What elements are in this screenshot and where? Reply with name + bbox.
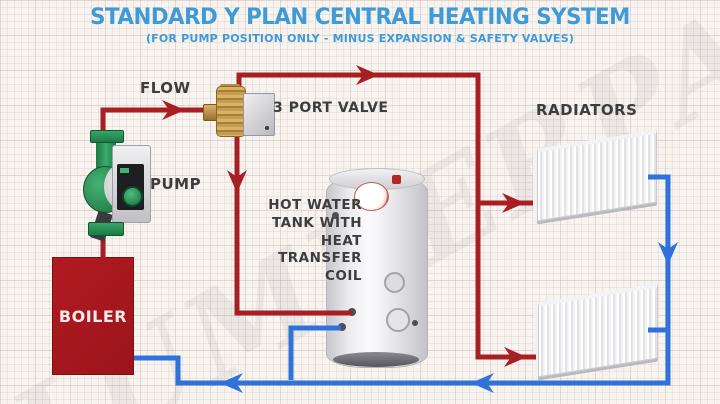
pump-display-led: [120, 168, 129, 173]
radiators-label: RADIATORS: [536, 101, 638, 119]
boiler: BOILER: [52, 257, 134, 375]
pipe-return-radiators-to-boiler: [134, 174, 671, 386]
pipe-return-tank: [288, 325, 341, 380]
tank-port: [332, 212, 339, 219]
boiler-label: BOILER: [58, 306, 128, 326]
three-port-valve-label: 3 PORT VALVE: [273, 100, 389, 116]
pump-neck: [96, 140, 116, 168]
pipe-valve-to-tank: [234, 133, 352, 316]
pump-label: PUMP: [150, 175, 202, 193]
tank-base: [333, 352, 419, 367]
page-title: STANDARD Y PLAN CENTRAL HEATING SYSTEM: [90, 5, 630, 30]
tank-port: [412, 320, 418, 326]
pipe-valve-to-radiators: [236, 72, 536, 360]
temperature-gauge-icon: [354, 182, 389, 211]
tank-return-port: [338, 323, 346, 331]
valve-indicator: [265, 126, 269, 130]
pump-knob: [122, 186, 143, 207]
pump-flange: [88, 222, 124, 236]
valve-actuator: [243, 93, 275, 136]
three-port-valve: [203, 84, 275, 138]
tank-fitting: [392, 175, 401, 184]
hot-water-tank-label: HOT WATER TANK WITH HEAT TRANSFER COIL: [268, 197, 362, 285]
circulating-pump: [82, 128, 154, 242]
tank-port: [384, 272, 405, 293]
page-subtitle: (FOR PUMP POSITION ONLY - MINUS EXPANSIO…: [145, 32, 575, 45]
pump-flange: [90, 130, 124, 143]
valve-brass-body: [216, 86, 246, 137]
hot-water-tank: [326, 168, 428, 370]
tank-port: [386, 308, 410, 332]
flow-label: FLOW: [140, 79, 191, 97]
